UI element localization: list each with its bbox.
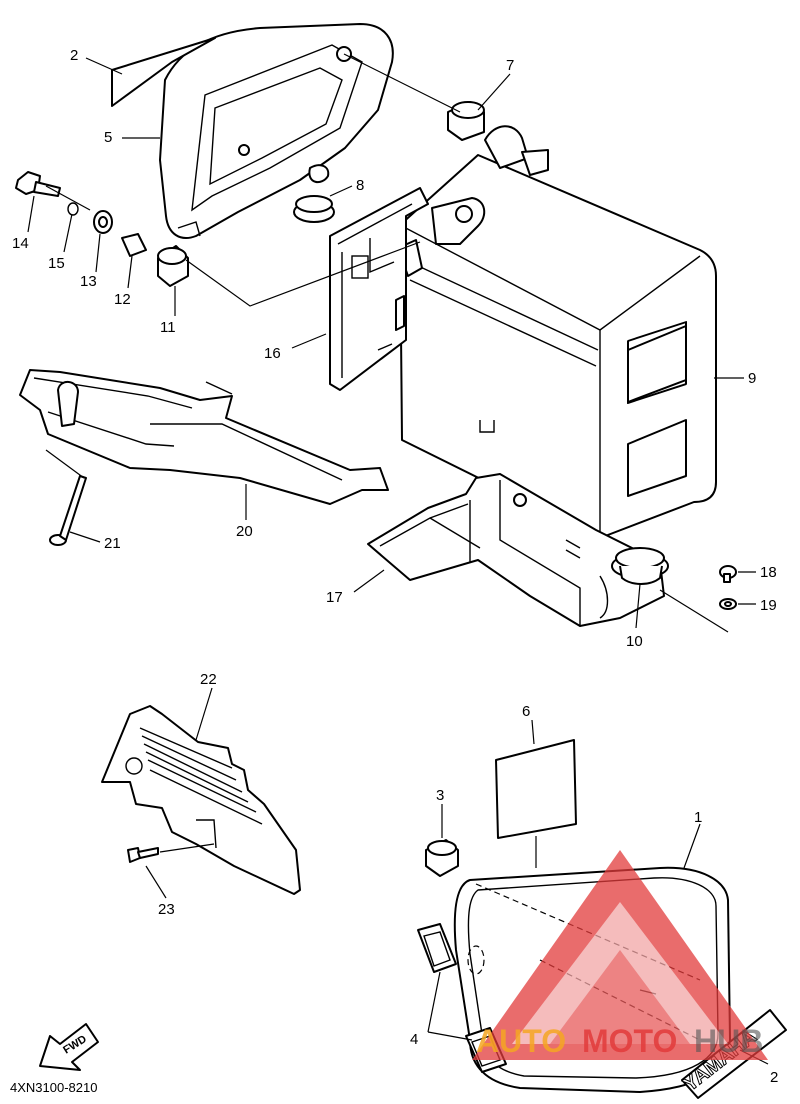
callout-11: 11 [160, 319, 176, 336]
part-7-grommet [447, 101, 485, 141]
callout-1: 1 [694, 809, 702, 826]
part-18-screw [719, 565, 737, 583]
callout-17: 17 [326, 589, 343, 606]
diagram-code: 4XN3100-8210 [10, 1080, 97, 1095]
callout-15: 15 [48, 255, 65, 272]
part-21-screw [49, 475, 87, 546]
callout-22: 22 [200, 671, 217, 688]
callout-12: 12 [114, 291, 131, 308]
callout-2: 2 [70, 47, 78, 64]
callout-21: 21 [104, 535, 121, 552]
part-5-side-cover-frame [159, 23, 394, 239]
part-20-bracket-arm [19, 369, 389, 505]
part-19-washer [719, 598, 737, 610]
callout-19: 19 [760, 597, 777, 614]
part-11-grommet [157, 245, 189, 287]
callout-5: 5 [104, 129, 112, 146]
part-10-grommet [611, 547, 669, 585]
callout-18: 18 [760, 564, 777, 581]
watermark-text-hub: HUB [694, 1023, 763, 1059]
callout-10: 10 [626, 633, 643, 650]
callout-16: 16 [264, 345, 281, 362]
callout-8: 8 [356, 177, 364, 194]
callout-23: 23 [158, 901, 175, 918]
part-3-grommet [425, 839, 459, 877]
callout-2-lower: 2 [770, 1069, 778, 1086]
watermark-logo [472, 850, 768, 1060]
callout-7: 7 [506, 57, 514, 74]
leader-lines [27, 53, 769, 1065]
callout-4: 4 [410, 1031, 418, 1048]
callout-9: 9 [748, 370, 756, 387]
part-14-bolt [15, 171, 61, 197]
part-2-decal-upper [111, 37, 216, 107]
part-13-washer [93, 210, 113, 234]
part-8-grommet [293, 195, 335, 223]
callout-14: 14 [12, 235, 29, 252]
part-9-battery-case [397, 125, 717, 539]
watermark-text-auto: AUTO [476, 1023, 566, 1059]
part-23-screw [127, 847, 159, 863]
part-6-decal [495, 739, 577, 839]
part-16-bracket [329, 187, 429, 391]
callout-20: 20 [236, 523, 253, 540]
part-12-collar [121, 233, 147, 257]
fwd-arrow-icon [39, 1023, 99, 1071]
part-17-lower-tray [367, 473, 665, 627]
callout-3: 3 [436, 787, 444, 804]
watermark-text-moto: MOTO [582, 1023, 677, 1059]
part-22-side-panel [101, 705, 301, 895]
callout-13: 13 [80, 273, 97, 290]
callout-6: 6 [522, 703, 530, 720]
part-15-spring-washer [67, 202, 79, 216]
